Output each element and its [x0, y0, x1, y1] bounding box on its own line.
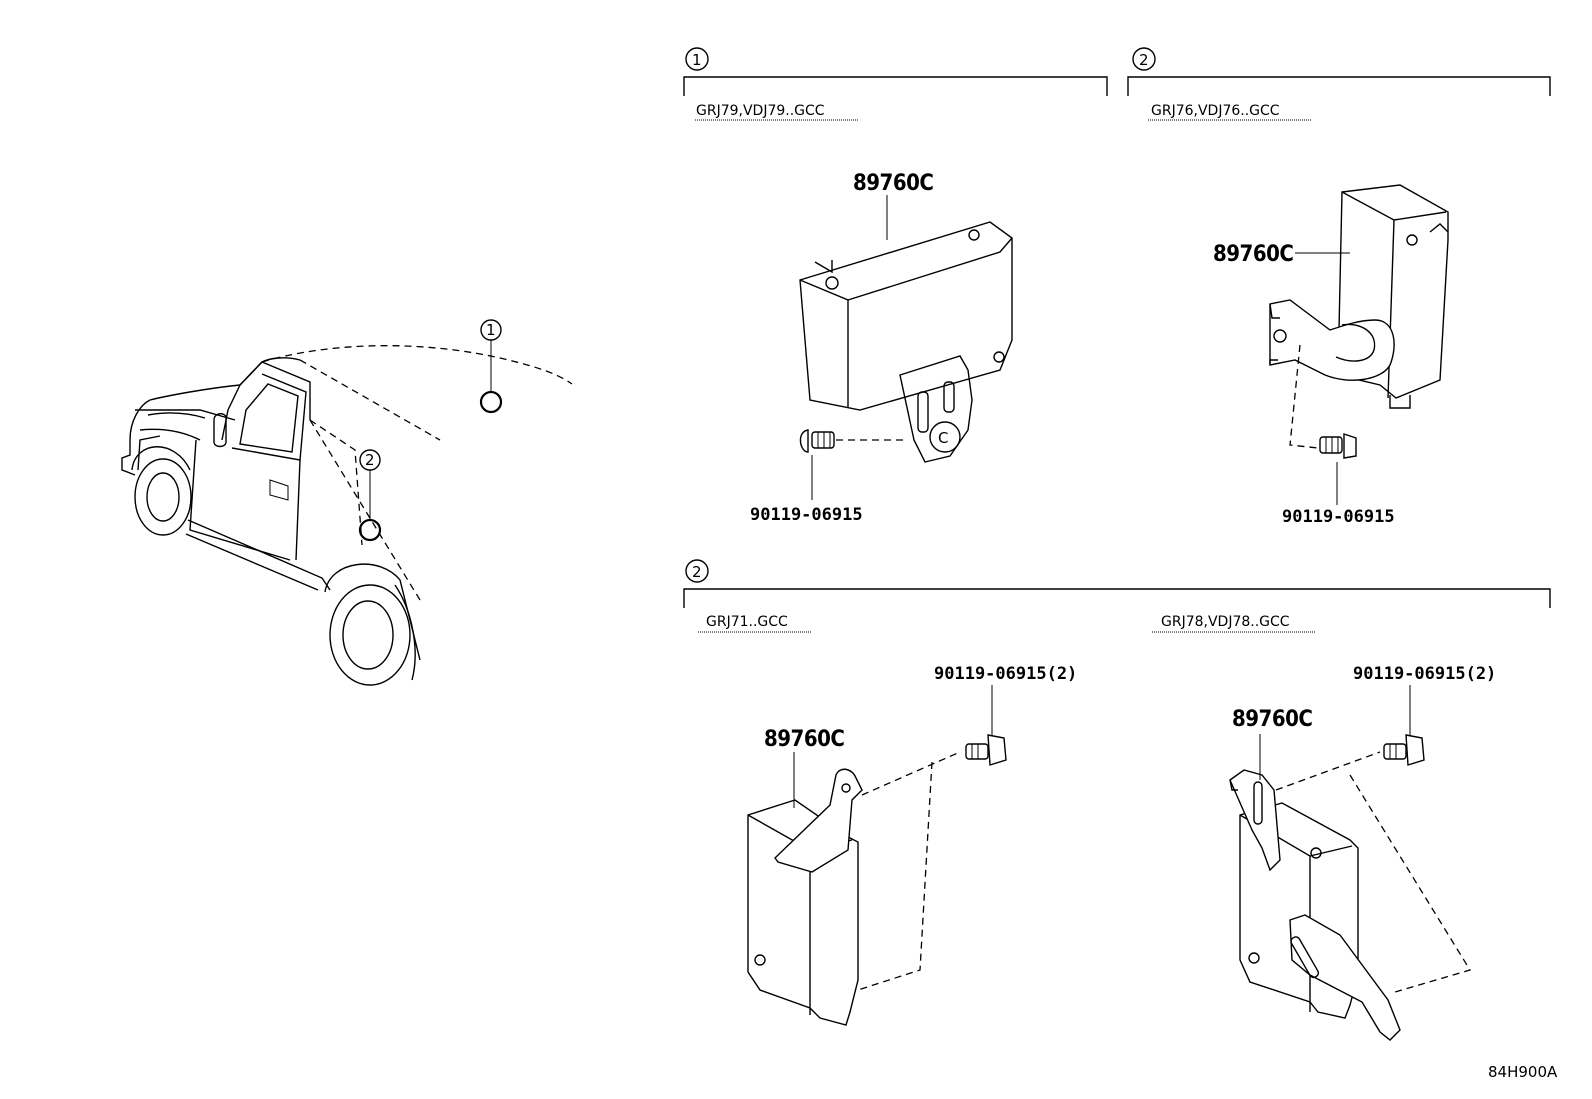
module-ecu-4 [1229, 685, 1471, 1041]
module-ecu-3 [747, 685, 1007, 1026]
bracket-mark: C [938, 429, 948, 447]
part-number-bolt-3: 90119-06915(2) [934, 664, 1077, 684]
section-1-frame [683, 47, 1108, 121]
section-2-model: GRJ76,VDJ76..GCC [1151, 103, 1280, 119]
section-3-frame [683, 559, 1551, 633]
module-ecu-2 [1269, 184, 1449, 505]
part-number-module-1: 89760C [853, 171, 933, 196]
section-3-callout: 2 [692, 563, 702, 581]
vehicle-callout-2-label: 2 [365, 451, 375, 469]
section-2-callout: 2 [1139, 51, 1149, 69]
vehicle-callout-1-label: 1 [486, 321, 496, 339]
section-3-model-left: GRJ71..GCC [706, 614, 788, 630]
section-1-model: GRJ79,VDJ79..GCC [696, 103, 825, 119]
vehicle-illustration [121, 319, 573, 686]
diagram-code: 84H900A [1488, 1063, 1558, 1081]
part-number-module-4: 89760C [1232, 707, 1312, 732]
module-ecu-1: C [799, 195, 1013, 500]
section-1-callout: 1 [692, 51, 702, 69]
part-number-bolt-2: 90119-06915 [1282, 507, 1395, 527]
part-number-module-2: 89760C [1213, 242, 1293, 267]
part-number-module-3: 89760C [764, 727, 844, 752]
section-3-model-right: GRJ78,VDJ78..GCC [1161, 614, 1290, 630]
part-number-bolt-1: 90119-06915 [750, 505, 863, 525]
section-2-frame [1127, 47, 1551, 121]
part-number-bolt-4: 90119-06915(2) [1353, 664, 1496, 684]
